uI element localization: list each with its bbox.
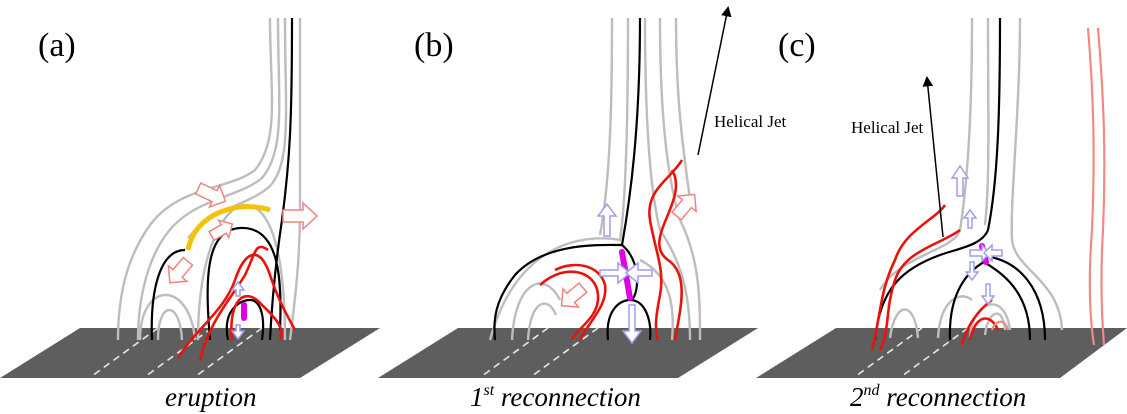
twisted-flux-rope: [198, 245, 269, 361]
closed-field-line: [206, 226, 282, 341]
caption-c: 2nd reconnection: [850, 382, 1026, 412]
twisted-flux-rope: [230, 294, 283, 341]
reconnected-helical-line: [658, 169, 683, 341]
side-loop: [156, 309, 184, 341]
outflow-arrow-icon: [167, 256, 194, 284]
panel-b: Helical Jet (b) 1st reconnection: [378, 5, 786, 412]
outflow-arrow-icon: [208, 219, 234, 242]
photosphere-plane-c: [756, 328, 1127, 378]
erupting-flux-arc: [185, 204, 271, 251]
closed-field-line: [150, 248, 186, 341]
open-field-line: [983, 17, 990, 226]
side-loop: [888, 308, 920, 339]
reconnected-helical-line: [648, 159, 684, 341]
inflow-arrow-icon: [980, 283, 996, 306]
inflow-arrow-icon: [964, 261, 980, 282]
twisted-flux-rope: [968, 317, 1000, 341]
outflow-arrow-icon: [670, 193, 698, 221]
reconnected-helical-line: [878, 228, 961, 351]
open-field-line: [598, 17, 614, 236]
inflow-arrow-icon: [596, 202, 618, 237]
outflow-arrow-icon: [560, 281, 588, 309]
jet-label-c: Helical Jet: [851, 118, 923, 137]
outflow-arrow-icon: [194, 182, 227, 209]
open-field-line: [488, 17, 630, 341]
right-open-line: [639, 258, 674, 341]
inflow-arrow-icon: [962, 208, 978, 229]
jet-label-b: Helical Jet: [714, 112, 786, 131]
open-field-line: [643, 17, 692, 341]
inflow-arrow-icon: [624, 261, 653, 285]
jet-direction-arrow-icon: [922, 75, 944, 238]
side-loop: [510, 282, 562, 341]
open-field-line: [878, 17, 974, 291]
inflow-arrow-icon: [982, 243, 1003, 263]
inflow-arrow-icon: [950, 164, 970, 197]
ejected-field-line: [1096, 27, 1106, 346]
reconnected-helical-line: [870, 204, 947, 351]
open-field-line: [1010, 17, 1064, 331]
twisted-flux-rope: [539, 270, 600, 341]
panel-a: (a) eruption: [0, 17, 380, 412]
photosphere-plane-b: [378, 328, 758, 378]
open-field-line: [116, 17, 274, 341]
inflow-arrow-icon: [599, 261, 632, 285]
inflow-arrow-icon: [230, 324, 246, 341]
inflow-arrow-icon: [969, 243, 992, 263]
open-field-line: [674, 17, 692, 201]
outflow-arrow-icon: [282, 201, 319, 231]
side-loop: [936, 295, 973, 339]
jet-direction-arrow-icon: [697, 5, 732, 156]
side-loop: [138, 293, 197, 341]
closed-field-line: [268, 17, 294, 341]
panel-label-b: (b): [414, 27, 454, 64]
caption-b: 1st reconnection: [470, 382, 641, 412]
photosphere-plane-a: [0, 328, 380, 378]
twisted-flux-rope: [176, 253, 297, 359]
closed-field-line: [983, 254, 1047, 341]
inflow-arrow-icon: [621, 304, 643, 345]
closed-field-line: [225, 298, 265, 341]
ejected-field-line: [1086, 27, 1096, 346]
panel-label-c: (c): [778, 27, 816, 64]
inflow-arrow-icon: [230, 280, 246, 297]
ejected-field-line: [990, 320, 1010, 331]
closed-field-line: [493, 17, 642, 341]
panel-label-a: (a): [38, 27, 76, 64]
side-loop: [526, 302, 558, 341]
side-loop: [968, 303, 1012, 339]
twisted-flux-rope: [554, 263, 607, 341]
caption-a: eruption: [165, 382, 257, 412]
open-field-line: [136, 17, 281, 341]
panel-c: Helical Jet (c) 2nd reconnection: [756, 17, 1127, 412]
